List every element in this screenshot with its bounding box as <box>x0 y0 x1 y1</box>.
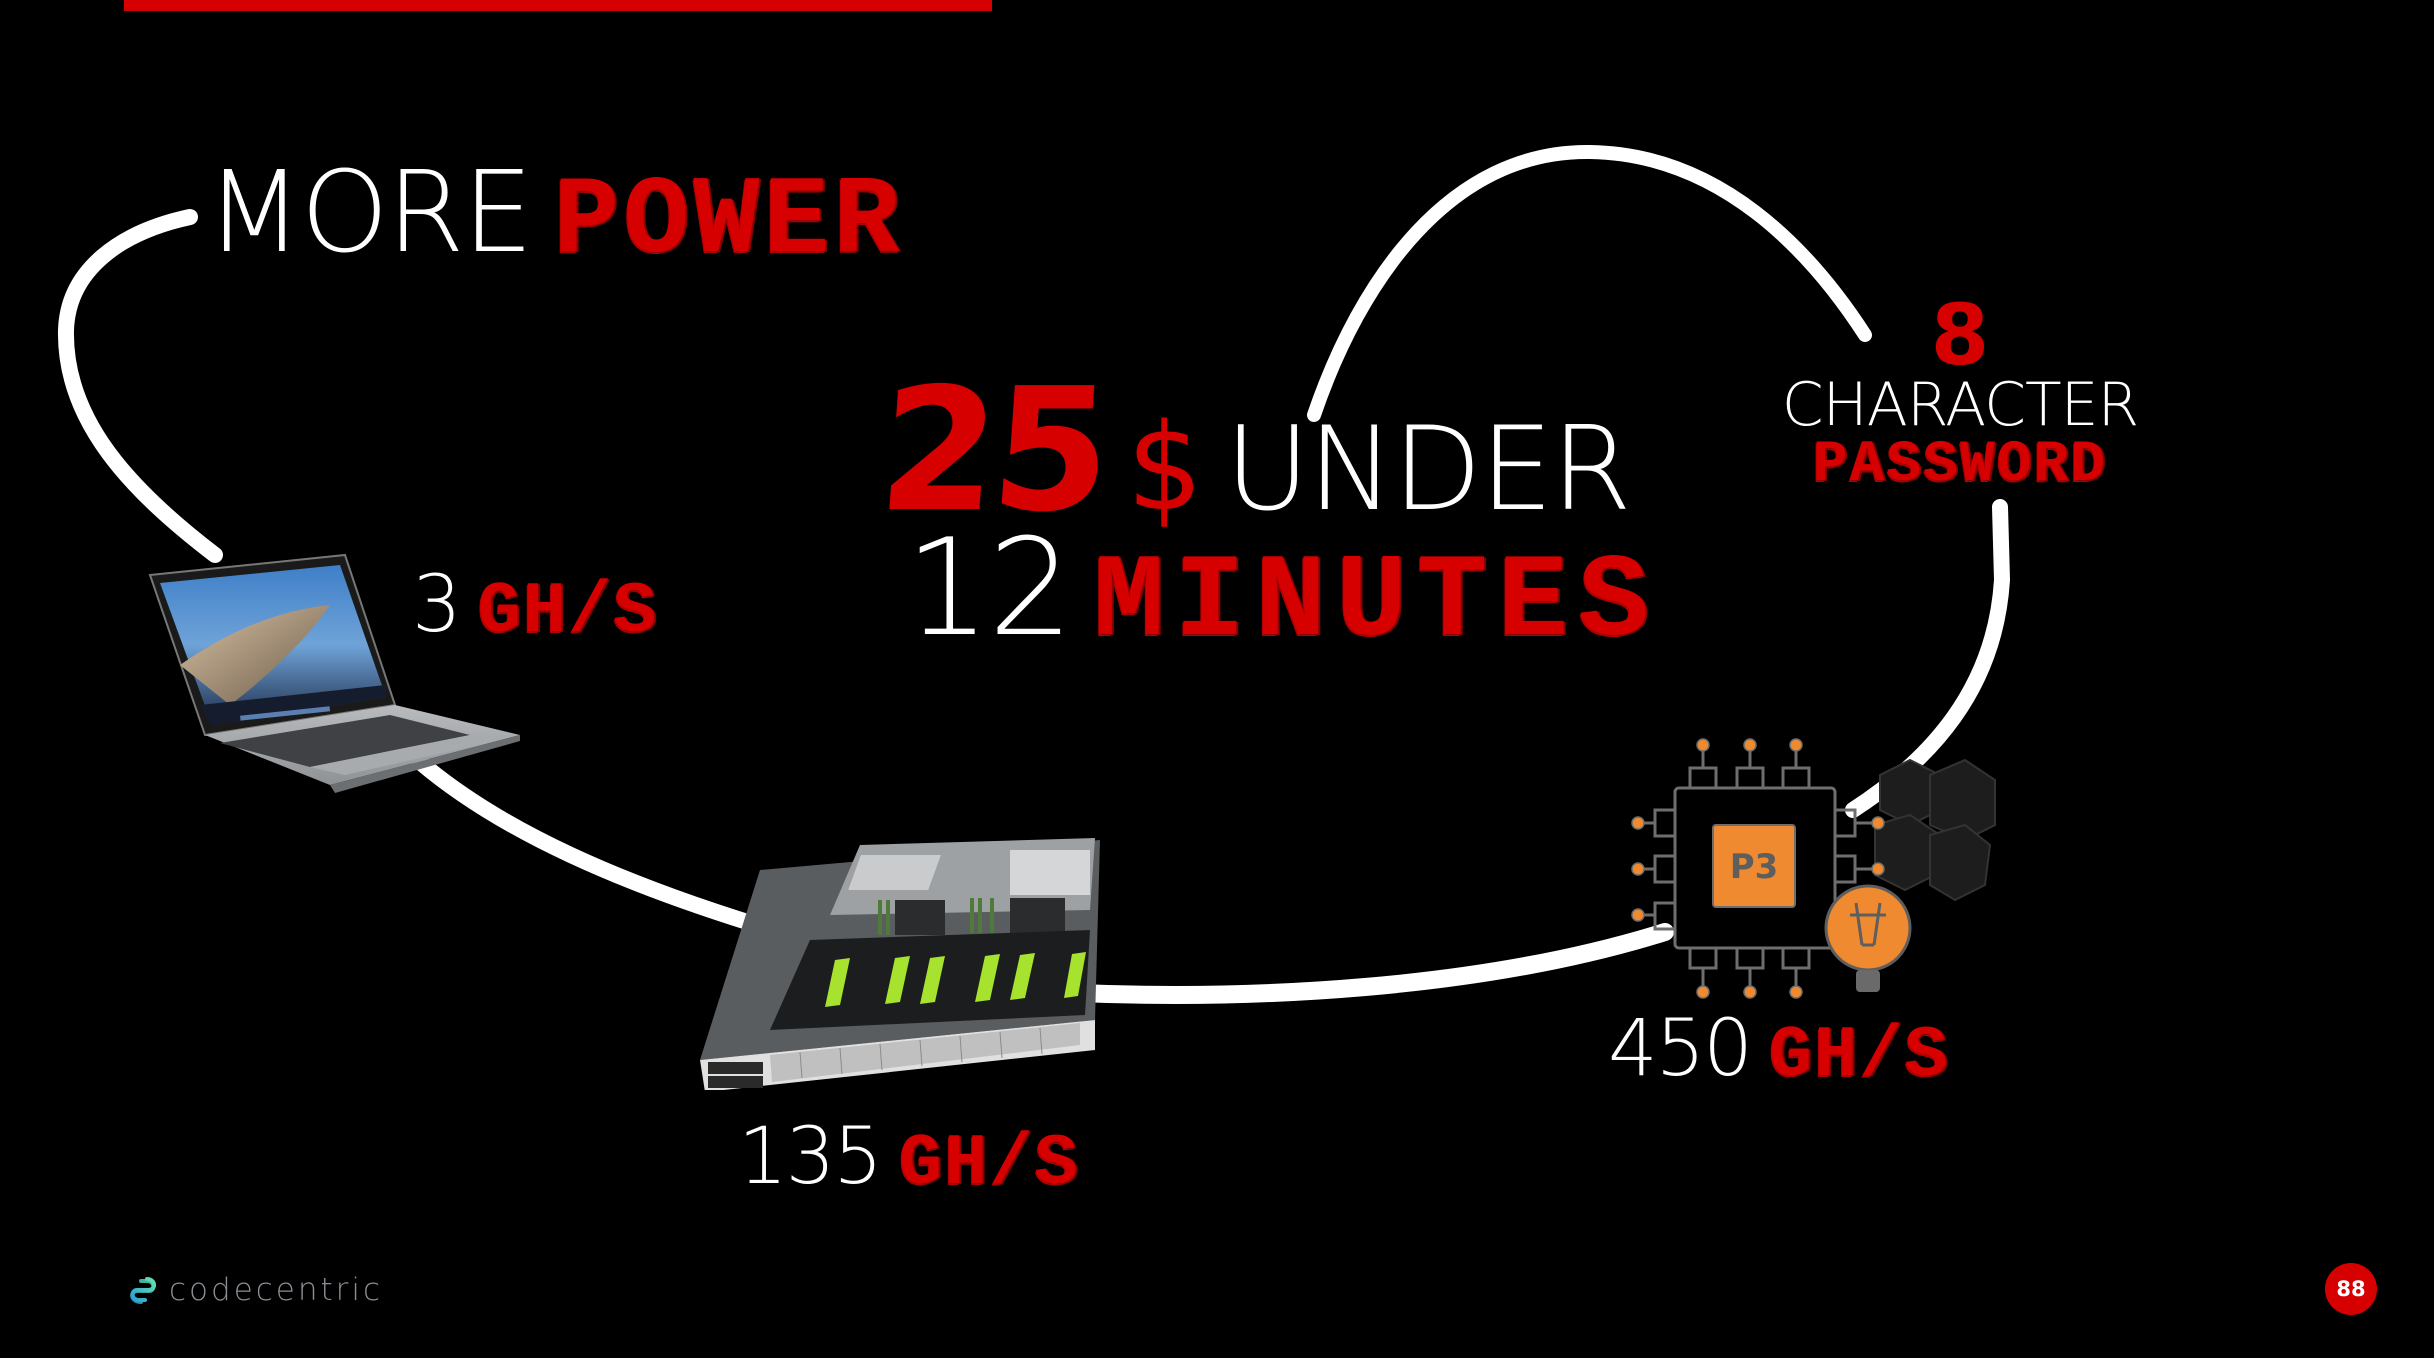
logo-mark-icon <box>130 1277 156 1304</box>
speed-value: 450 <box>1608 1004 1753 1094</box>
currency-symbol: $ <box>1126 399 1203 538</box>
password-text: PASSWORD <box>1812 433 2108 498</box>
password-length: 8 <box>1930 286 1990 384</box>
more-text: MORE <box>206 148 533 278</box>
under-text: UNDER <box>1224 402 1632 537</box>
page-number-badge: 88 <box>2325 1263 2377 1315</box>
logo-text: codecentric <box>169 1272 384 1308</box>
more-power-headline: MORE POWER <box>206 148 903 285</box>
laptop-speed-label: 3 GH/S <box>412 560 658 653</box>
speed-value: 3 <box>412 560 462 650</box>
codecentric-logo: codecentric <box>125 1272 383 1308</box>
cost-line: 25 $ UNDER <box>873 352 1632 550</box>
lightbulb-icon <box>1824 884 1912 992</box>
curve-power-to-laptop <box>57 209 223 563</box>
power-text: POWER <box>553 160 904 285</box>
time-unit: MINUTES <box>1093 537 1660 670</box>
speed-value: 135 <box>738 1112 883 1202</box>
chip-icon: P3 <box>1631 738 1996 999</box>
server-speed-label: 135 GH/S <box>738 1112 1080 1205</box>
character-text: CHARACTER <box>1781 370 2139 440</box>
server-icon <box>700 838 1100 1090</box>
p3-speed-label: 450 GH/S <box>1608 1004 1950 1097</box>
laptop-icon <box>148 553 520 793</box>
brain-icon <box>1874 758 1996 902</box>
curve-minutes-to-password <box>1307 144 1872 422</box>
speed-unit: GH/S <box>477 571 659 653</box>
speed-unit: GH/S <box>898 1123 1080 1205</box>
speed-unit: GH/S <box>1768 1015 1950 1097</box>
time-value: 12 <box>905 510 1074 666</box>
top-accent-bar <box>124 0 992 11</box>
curve-server-to-p3 <box>1069 923 1674 1004</box>
chip-label: P3 <box>1730 847 1779 887</box>
password-label: 8 CHARACTER PASSWORD <box>1770 286 2150 498</box>
time-line: 12 MINUTES <box>905 510 1659 670</box>
gpu-cards <box>825 952 1086 1007</box>
curve-laptop-to-server <box>412 754 798 943</box>
